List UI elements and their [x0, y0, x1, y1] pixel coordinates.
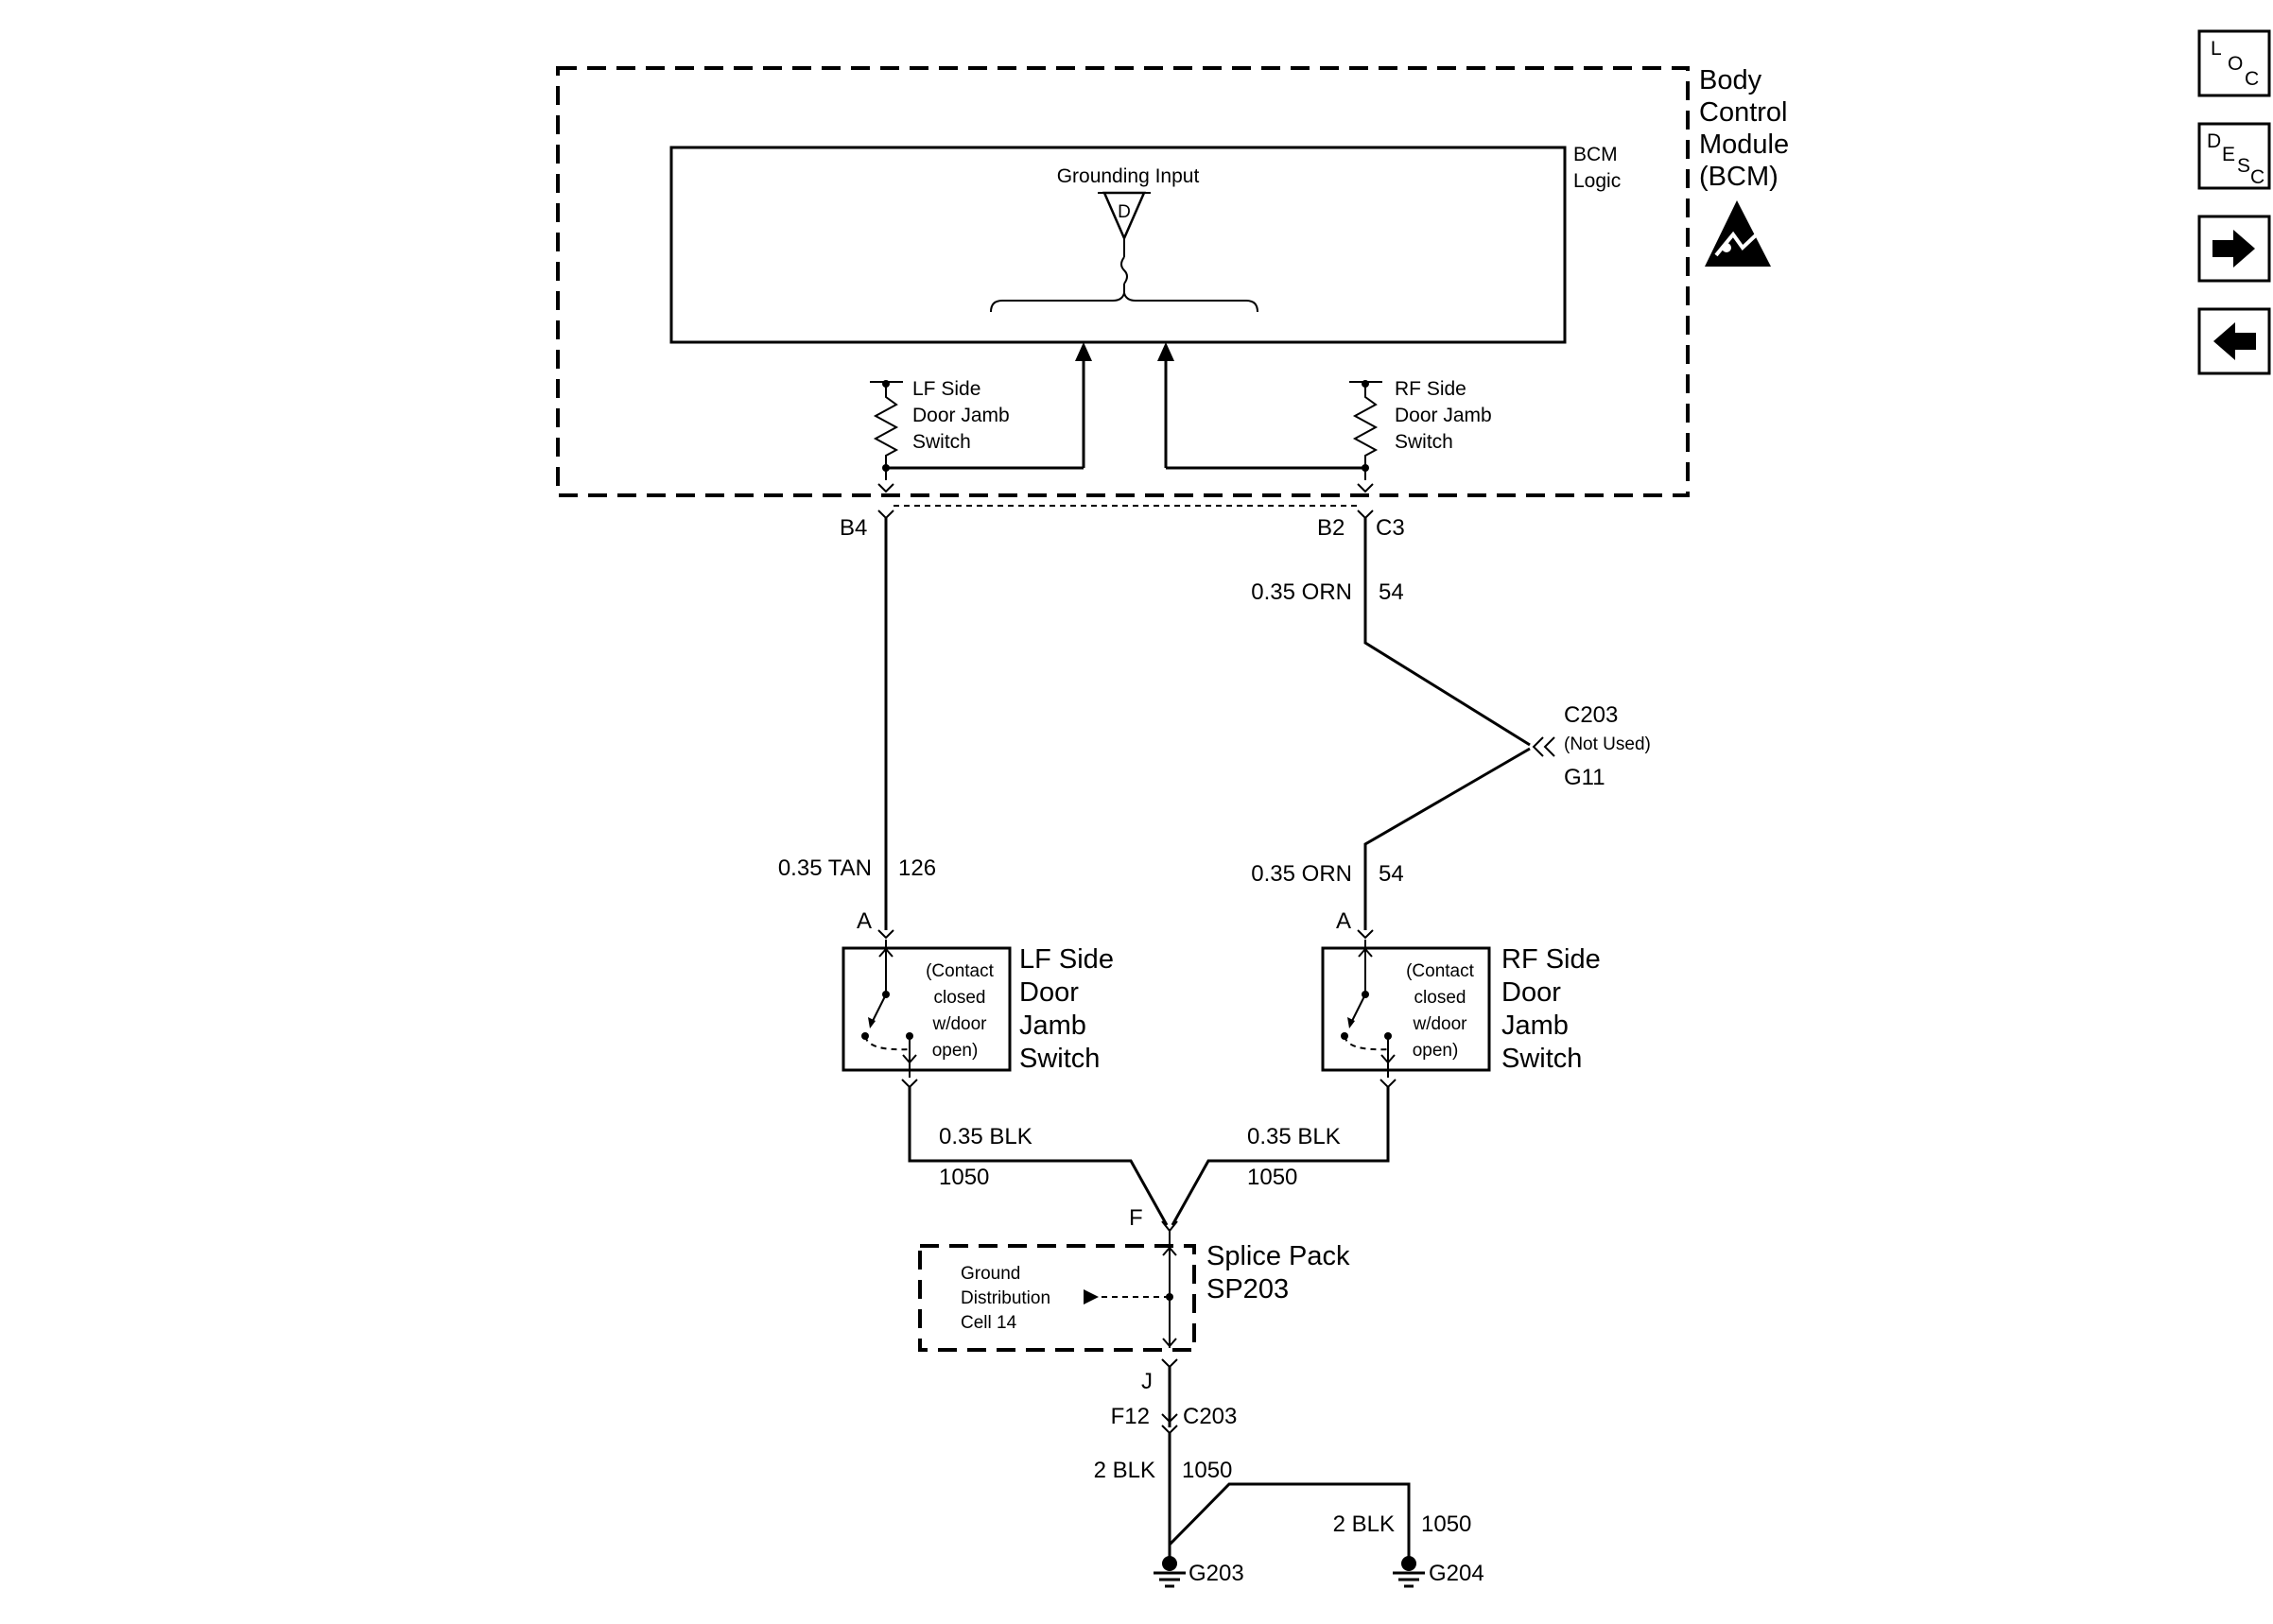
ground-g204-label: G204 — [1429, 1561, 1484, 1586]
lf-switch-label-2: Door — [1019, 977, 1079, 1008]
rf-switch-note-4: open) — [1413, 1041, 1459, 1061]
lf-internal-label-line-3: Switch — [912, 431, 971, 453]
loc-letter-o: O — [2228, 53, 2243, 75]
rf-ground-wire-color: 0.35 BLK — [1247, 1124, 1341, 1149]
splice-pack-label-2: SP203 — [1206, 1274, 1289, 1304]
bcm-name-line-3: Module — [1699, 130, 1789, 160]
splice-pack-boundary — [918, 1244, 1196, 1352]
c203-name: C203 — [1564, 702, 1618, 728]
g204-wire-circuit: 1050 — [1421, 1512, 1471, 1537]
lf-ground-wire — [908, 1087, 1169, 1226]
next-page-button[interactable] — [2197, 215, 2271, 283]
bcm-logic-box — [669, 146, 1567, 344]
loc-letter-l: L — [2211, 38, 2222, 60]
rf-ground-wire-circuit: 1050 — [1247, 1165, 1297, 1190]
bcm-name-line-4: (BCM) — [1699, 162, 1778, 192]
splice-pin-j: J — [1141, 1369, 1153, 1394]
desc-letter-d: D — [2207, 130, 2221, 152]
cell-ref-line-3: Cell 14 — [961, 1313, 1017, 1333]
lf-switch-label-1: LF Side — [1019, 944, 1114, 975]
rf-wire-lower-circuit: 54 — [1379, 861, 1404, 887]
rf-switch-note-2: closed — [1414, 988, 1466, 1008]
splice-pack-internal — [1084, 1231, 1177, 1348]
bcm-lf-pullup-resistor — [870, 380, 1084, 493]
grounding-input-letter: D — [1118, 202, 1131, 222]
rf-wire-lower-color: 0.35 ORN — [1251, 861, 1352, 887]
splice-pack-label-1: Splice Pack — [1206, 1241, 1350, 1271]
cell-ref-line-1: Ground — [961, 1264, 1020, 1284]
c203-connector-symbol — [1532, 736, 1555, 757]
lf-switch-note-4: open) — [932, 1041, 979, 1061]
bcm-module-boundary — [556, 66, 1690, 497]
rf-switch-note-1: (Contact — [1406, 961, 1475, 981]
lf-ground-wire-circuit: 1050 — [939, 1165, 989, 1190]
bcm-name-line-2: Control — [1699, 97, 1788, 128]
pin-c3: C3 — [1376, 515, 1405, 541]
g204-ground-wire — [1168, 1482, 1411, 1560]
rf-switch-note-3: w/door — [1412, 1014, 1467, 1034]
lf-switch-label-4: Switch — [1019, 1044, 1100, 1074]
lf-door-jamb-switch-box — [842, 946, 1012, 1072]
desc-letter-e: E — [2222, 144, 2235, 165]
lf-switch-pin-a: A — [857, 908, 872, 934]
grounding-input-symbol: D — [990, 191, 1258, 313]
pin-c203-lower: C203 — [1183, 1404, 1237, 1429]
desc-letter-c: C — [2250, 166, 2264, 188]
rf-switch-label-1: RF Side — [1501, 944, 1601, 975]
desc-letter-s: S — [2237, 155, 2250, 177]
rf-wire-upper-color: 0.35 ORN — [1251, 579, 1352, 605]
g204-ground-symbol — [1393, 1556, 1425, 1588]
bcm-input-arrows — [1075, 342, 1174, 468]
lf-switch-contact-symbol — [861, 940, 917, 1078]
rf-internal-label-line-1: RF Side — [1395, 378, 1466, 400]
esd-warning-icon — [1705, 200, 1771, 267]
g203-ground-symbol — [1154, 1556, 1186, 1588]
rf-switch-pin-a: A — [1336, 908, 1351, 934]
ground-g203-label: G203 — [1189, 1561, 1244, 1586]
c203-note: (Not Used) — [1564, 734, 1651, 754]
rf-wire-orange — [1363, 518, 1531, 930]
c203-pin: G11 — [1564, 765, 1605, 790]
rf-switch-contact-symbol — [1341, 940, 1396, 1078]
bcm-rf-pullup-resistor — [1166, 380, 1382, 493]
description-button[interactable]: D E S C — [2197, 122, 2271, 190]
rf-switch-label-2: Door — [1501, 977, 1561, 1008]
main-ground-wire-circuit: 1050 — [1182, 1458, 1232, 1483]
lf-switch-note-1: (Contact — [926, 961, 995, 981]
pin-f12: F12 — [1111, 1404, 1150, 1429]
loc-letter-c: C — [2245, 68, 2259, 90]
rf-switch-label-4: Switch — [1501, 1044, 1582, 1074]
bcm-name-line-1: Body — [1699, 65, 1762, 95]
arrow-right-icon — [2212, 230, 2255, 268]
arrow-left-icon — [2213, 322, 2256, 360]
rf-switch-label-3: Jamb — [1501, 1011, 1569, 1041]
rf-ground-wire — [1171, 1087, 1390, 1226]
lf-internal-label-line-1: LF Side — [912, 378, 980, 400]
splice-pin-f: F — [1129, 1205, 1143, 1231]
lf-switch-note-2: closed — [934, 988, 986, 1008]
pin-b4: B4 — [840, 515, 867, 541]
bcm-logic-line-2: Logic — [1573, 170, 1621, 192]
lf-switch-label-3: Jamb — [1019, 1011, 1086, 1041]
grounding-input-label: Grounding Input — [1057, 165, 1200, 187]
pin-b2: B2 — [1317, 515, 1345, 541]
g204-wire-color: 2 BLK — [1333, 1512, 1395, 1537]
rf-door-jamb-switch-box — [1321, 946, 1491, 1072]
lf-switch-note-3: w/door — [931, 1014, 987, 1034]
lf-wire-color: 0.35 TAN — [778, 855, 872, 881]
lf-internal-label-line-2: Door Jamb — [912, 405, 1010, 426]
main-ground-wire-color: 2 BLK — [1094, 1458, 1155, 1483]
lf-ground-wire-color: 0.35 BLK — [939, 1124, 1032, 1149]
location-button[interactable]: L O C — [2197, 29, 2271, 97]
previous-page-button[interactable] — [2197, 307, 2271, 375]
rf-internal-label-line-2: Door Jamb — [1395, 405, 1492, 426]
rf-internal-label-line-3: Switch — [1395, 431, 1453, 453]
rf-wire-upper-circuit: 54 — [1379, 579, 1404, 605]
lf-wire-circuit: 126 — [898, 855, 936, 881]
cell-ref-line-2: Distribution — [961, 1288, 1050, 1308]
splice-pin-f-connector — [1161, 1220, 1178, 1233]
bcm-logic-line-1: BCM — [1573, 144, 1618, 165]
